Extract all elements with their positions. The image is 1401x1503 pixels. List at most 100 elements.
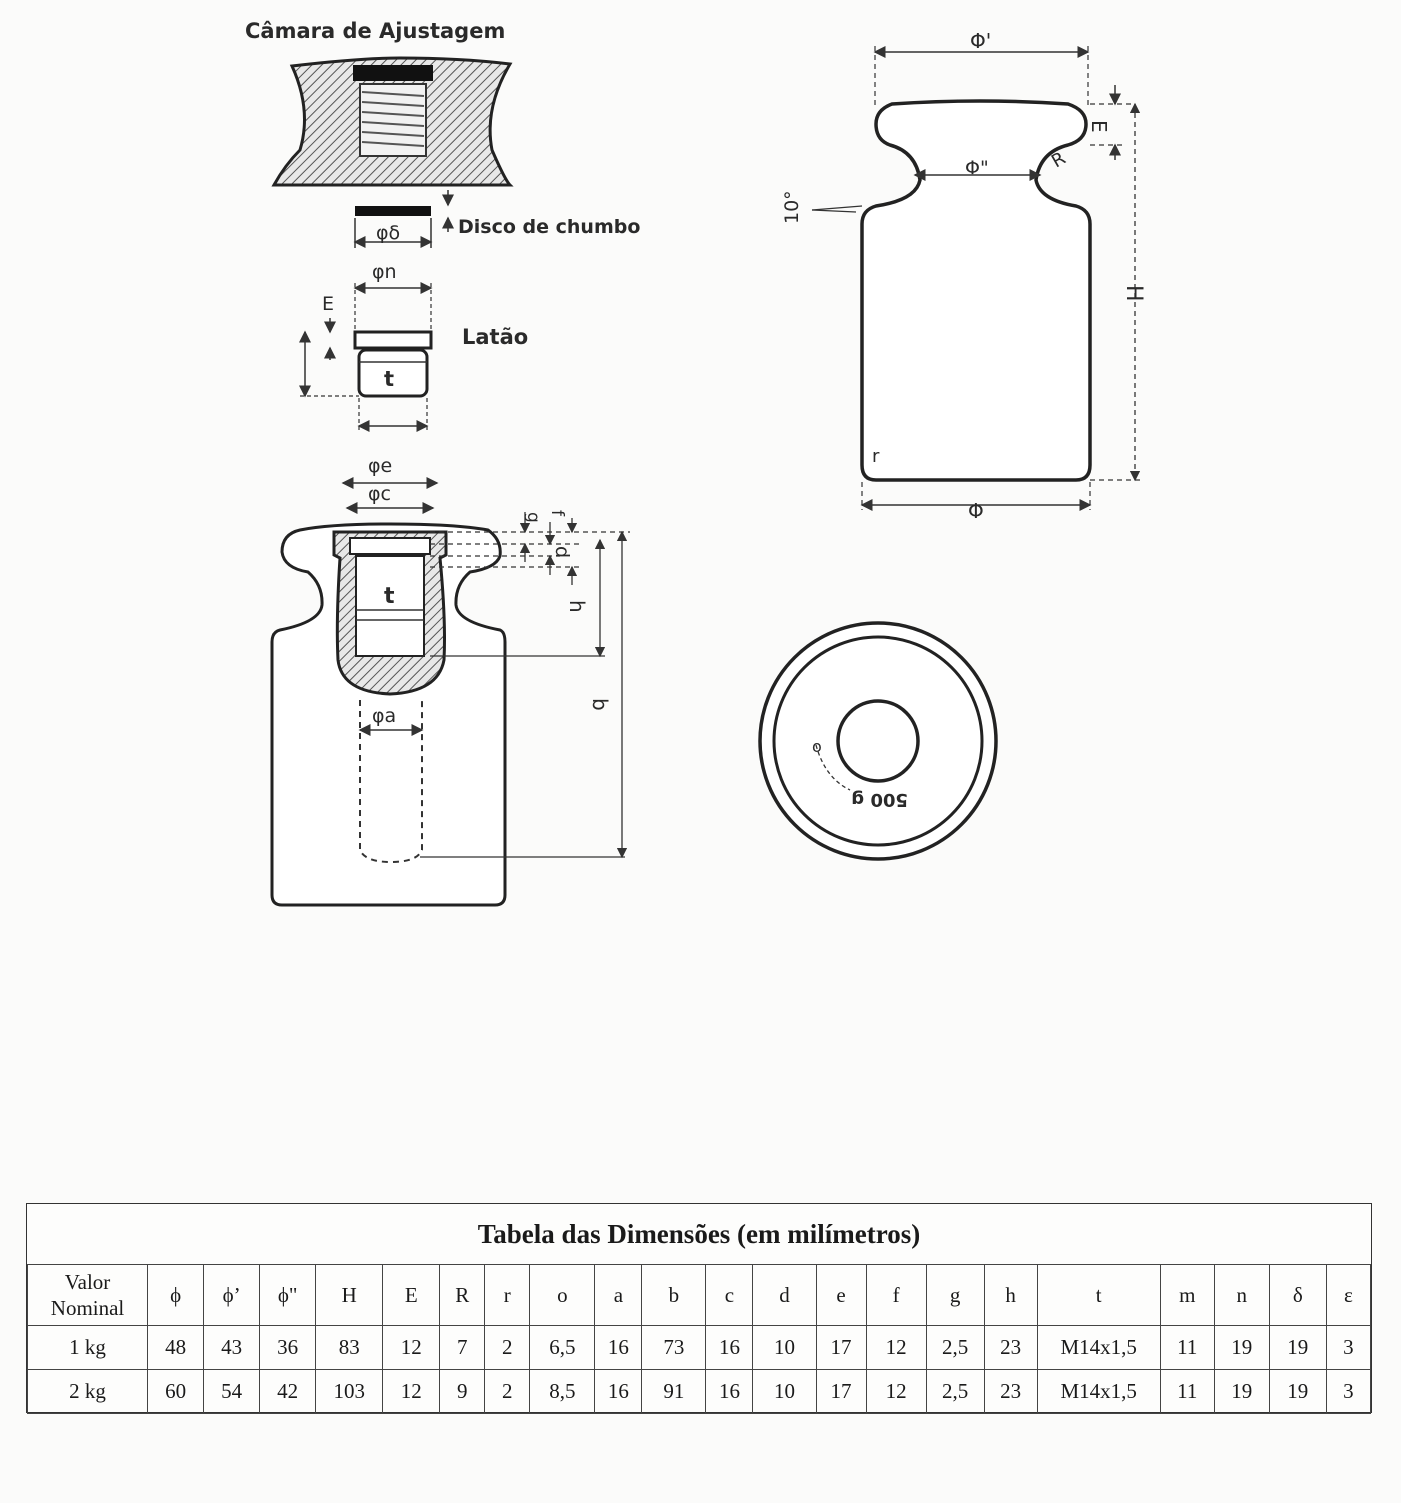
- row-nominal-value: 1 kg: [26, 1325, 149, 1370]
- label-t-body: t: [384, 584, 395, 609]
- label-E-big: E: [1087, 120, 1111, 133]
- header-cell: ϕ’: [203, 1264, 261, 1326]
- weight-section-drawing: φe φc t φa g: [270, 455, 630, 907]
- table-cell: 2,5: [925, 1369, 985, 1414]
- dimensions-table: Tabela das Dimensões (em milímetros) Val…: [26, 1203, 1372, 1414]
- label-disco: Disco de chumbo: [458, 216, 640, 238]
- label-h: h: [565, 600, 589, 613]
- table-cell: 12: [382, 1325, 441, 1370]
- adjustment-chamber-drawing: Câmara de Ajustagem φδ Disco de chumbo φ…: [245, 19, 640, 432]
- label-500g: 500 g: [851, 789, 908, 810]
- label-f: f: [547, 510, 567, 517]
- table-cell: 16: [705, 1325, 754, 1370]
- header-cell: o: [529, 1264, 596, 1326]
- weight-external-outline: [860, 99, 1092, 482]
- label-E-small: E: [322, 293, 334, 315]
- label-H: H: [1121, 285, 1146, 302]
- table-cell: 12: [865, 1325, 927, 1370]
- table-cell: 8,5: [529, 1369, 596, 1414]
- header-cell: a: [594, 1264, 643, 1326]
- header-cell: g: [925, 1264, 985, 1326]
- header-cell: δ: [1268, 1264, 1327, 1326]
- table-header-row: Valor Nominal ϕ ϕ’ ϕ" H E R r o a b c d …: [26, 1264, 1372, 1326]
- header-cell: h: [983, 1264, 1038, 1326]
- row-nominal-value: 2 kg: [26, 1369, 149, 1414]
- technical-drawing: Câmara de Ajustagem φδ Disco de chumbo φ…: [245, 19, 1146, 907]
- weight-external-drawing: Φ' Φ" R E H 10° r Φ: [781, 29, 1146, 523]
- table-cell: 19: [1268, 1325, 1327, 1370]
- header-cell: ε: [1325, 1264, 1372, 1326]
- label-Phi: Φ: [968, 499, 984, 523]
- lead-disk: [355, 206, 431, 216]
- label-camara: Câmara de Ajustagem: [245, 19, 505, 43]
- label-10-deg: 10°: [781, 190, 803, 224]
- header-cell: t: [1036, 1264, 1161, 1326]
- table-cell: 54: [203, 1369, 261, 1414]
- label-Phi-dprime: Φ": [965, 157, 989, 179]
- table-cell: 60: [147, 1369, 205, 1414]
- header-cell: E: [382, 1264, 441, 1326]
- table-cell: 2: [484, 1325, 531, 1370]
- table-cell: 19: [1213, 1325, 1270, 1370]
- table-cell: 43: [203, 1325, 261, 1370]
- table-cell: 16: [594, 1325, 643, 1370]
- weight-outline: [270, 522, 507, 907]
- table-cell: 23: [983, 1369, 1038, 1414]
- label-phi-a: φa: [372, 705, 396, 727]
- lead-disk-in-chamber: [353, 65, 433, 81]
- table-cell: 36: [259, 1325, 317, 1370]
- table-cell: 42: [259, 1369, 317, 1414]
- table-cell: 10: [752, 1325, 817, 1370]
- table-cell: 23: [983, 1325, 1038, 1370]
- table-cell: 11: [1159, 1325, 1215, 1370]
- table-cell: 3: [1325, 1325, 1372, 1370]
- table-cell: 16: [594, 1369, 643, 1414]
- label-phi-n: φn: [372, 261, 397, 283]
- table-cell: 73: [641, 1325, 707, 1370]
- table-cell: M14x1,5: [1036, 1369, 1161, 1414]
- table-cell: 103: [315, 1369, 384, 1414]
- header-cell: c: [705, 1264, 754, 1326]
- header-cell: d: [752, 1264, 817, 1326]
- header-cell: ϕ": [259, 1264, 317, 1326]
- label-o: o: [812, 737, 822, 756]
- table-cell: 6,5: [529, 1325, 596, 1370]
- header-valor-nominal: Valor Nominal: [26, 1264, 149, 1326]
- table-cell: 7: [439, 1325, 486, 1370]
- table-cell: 91: [641, 1369, 707, 1414]
- table-cell: 11: [1159, 1369, 1215, 1414]
- label-phi-e: φe: [368, 455, 392, 477]
- label-Phi-prime: Φ': [970, 29, 991, 53]
- label-R: R: [1048, 148, 1069, 172]
- table-cell: 17: [815, 1369, 867, 1414]
- table-title: Tabela das Dimensões (em milímetros): [477, 1219, 921, 1249]
- header-cell: e: [815, 1264, 867, 1326]
- label-t-plug: t: [384, 367, 394, 391]
- header-cell: H: [315, 1264, 384, 1326]
- drill-hole-dashed: [359, 700, 423, 864]
- label-g: g: [523, 512, 543, 523]
- header-cell: R: [439, 1264, 486, 1326]
- table-cell: 2: [484, 1369, 531, 1414]
- brass-plug-head: [353, 330, 433, 350]
- header-cell: m: [1159, 1264, 1215, 1326]
- table-cell: 48: [147, 1325, 205, 1370]
- table-cell: 3: [1325, 1369, 1372, 1414]
- table-cell: 19: [1268, 1369, 1327, 1414]
- label-latao: Latão: [462, 325, 528, 349]
- table-cell: 12: [865, 1369, 927, 1414]
- table-cell: 9: [439, 1369, 486, 1414]
- table-cell: 19: [1213, 1369, 1270, 1414]
- table-cell: 12: [382, 1369, 441, 1414]
- table-cell: 17: [815, 1325, 867, 1370]
- table-cell: 16: [705, 1369, 754, 1414]
- header-cell: r: [484, 1264, 531, 1326]
- header-cell: ϕ: [147, 1264, 205, 1326]
- header-cell: b: [641, 1264, 707, 1326]
- table-cell: 2,5: [925, 1325, 985, 1370]
- weight-top-view: o 500 g: [758, 621, 998, 861]
- header-cell: n: [1213, 1264, 1270, 1326]
- table-cell: 83: [315, 1325, 384, 1370]
